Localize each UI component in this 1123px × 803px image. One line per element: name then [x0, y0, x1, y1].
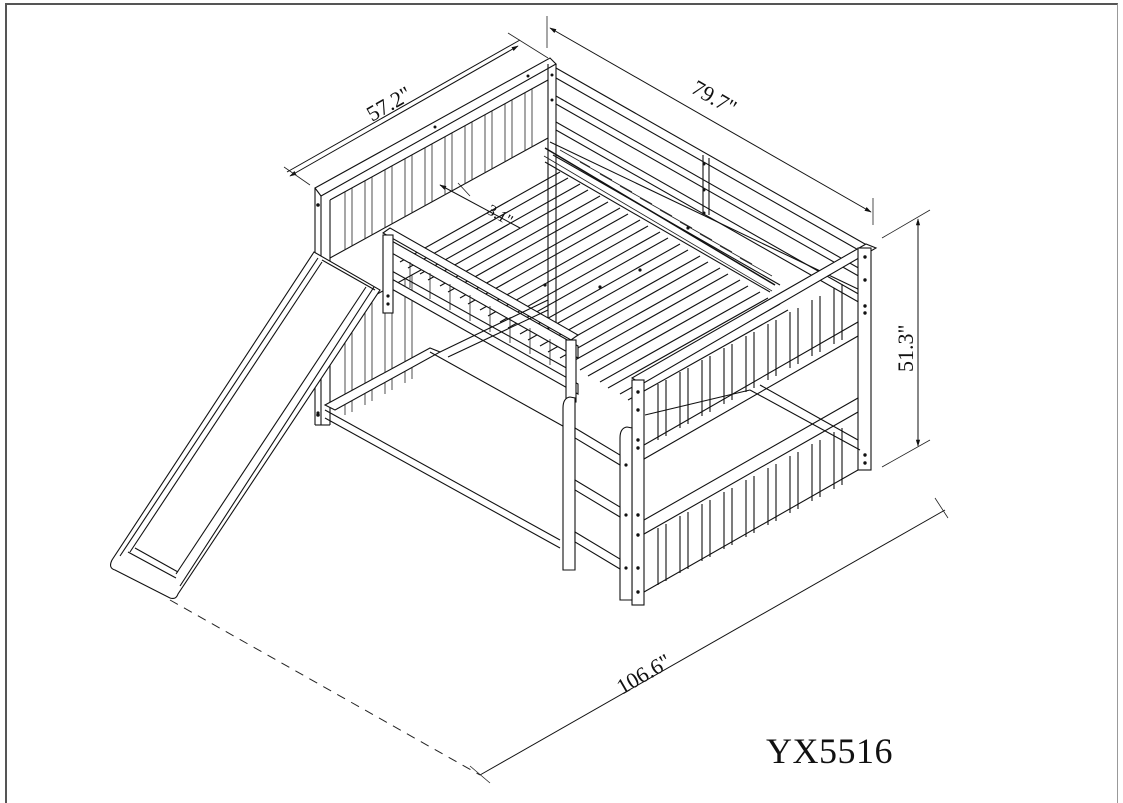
- dimension-width: [283, 32, 549, 186]
- drawing-border: [5, 3, 1118, 803]
- ladder: [562, 396, 633, 601]
- model-number: YX5516: [766, 731, 893, 771]
- lower-bunk: [323, 299, 861, 549]
- dimension-height: [881, 209, 931, 468]
- headboard: [314, 57, 557, 426]
- height-label: 51.3": [893, 325, 918, 372]
- dimension-overall: [169, 497, 949, 784]
- dimension-guardrail-gap: [439, 182, 521, 229]
- length-label: 79.7": [688, 75, 742, 120]
- overall-length-label: 106.6": [612, 648, 675, 699]
- slide: [109, 251, 381, 600]
- front-guardrail: [381, 227, 580, 403]
- dimension-length: [546, 16, 874, 225]
- footboard: [630, 243, 878, 606]
